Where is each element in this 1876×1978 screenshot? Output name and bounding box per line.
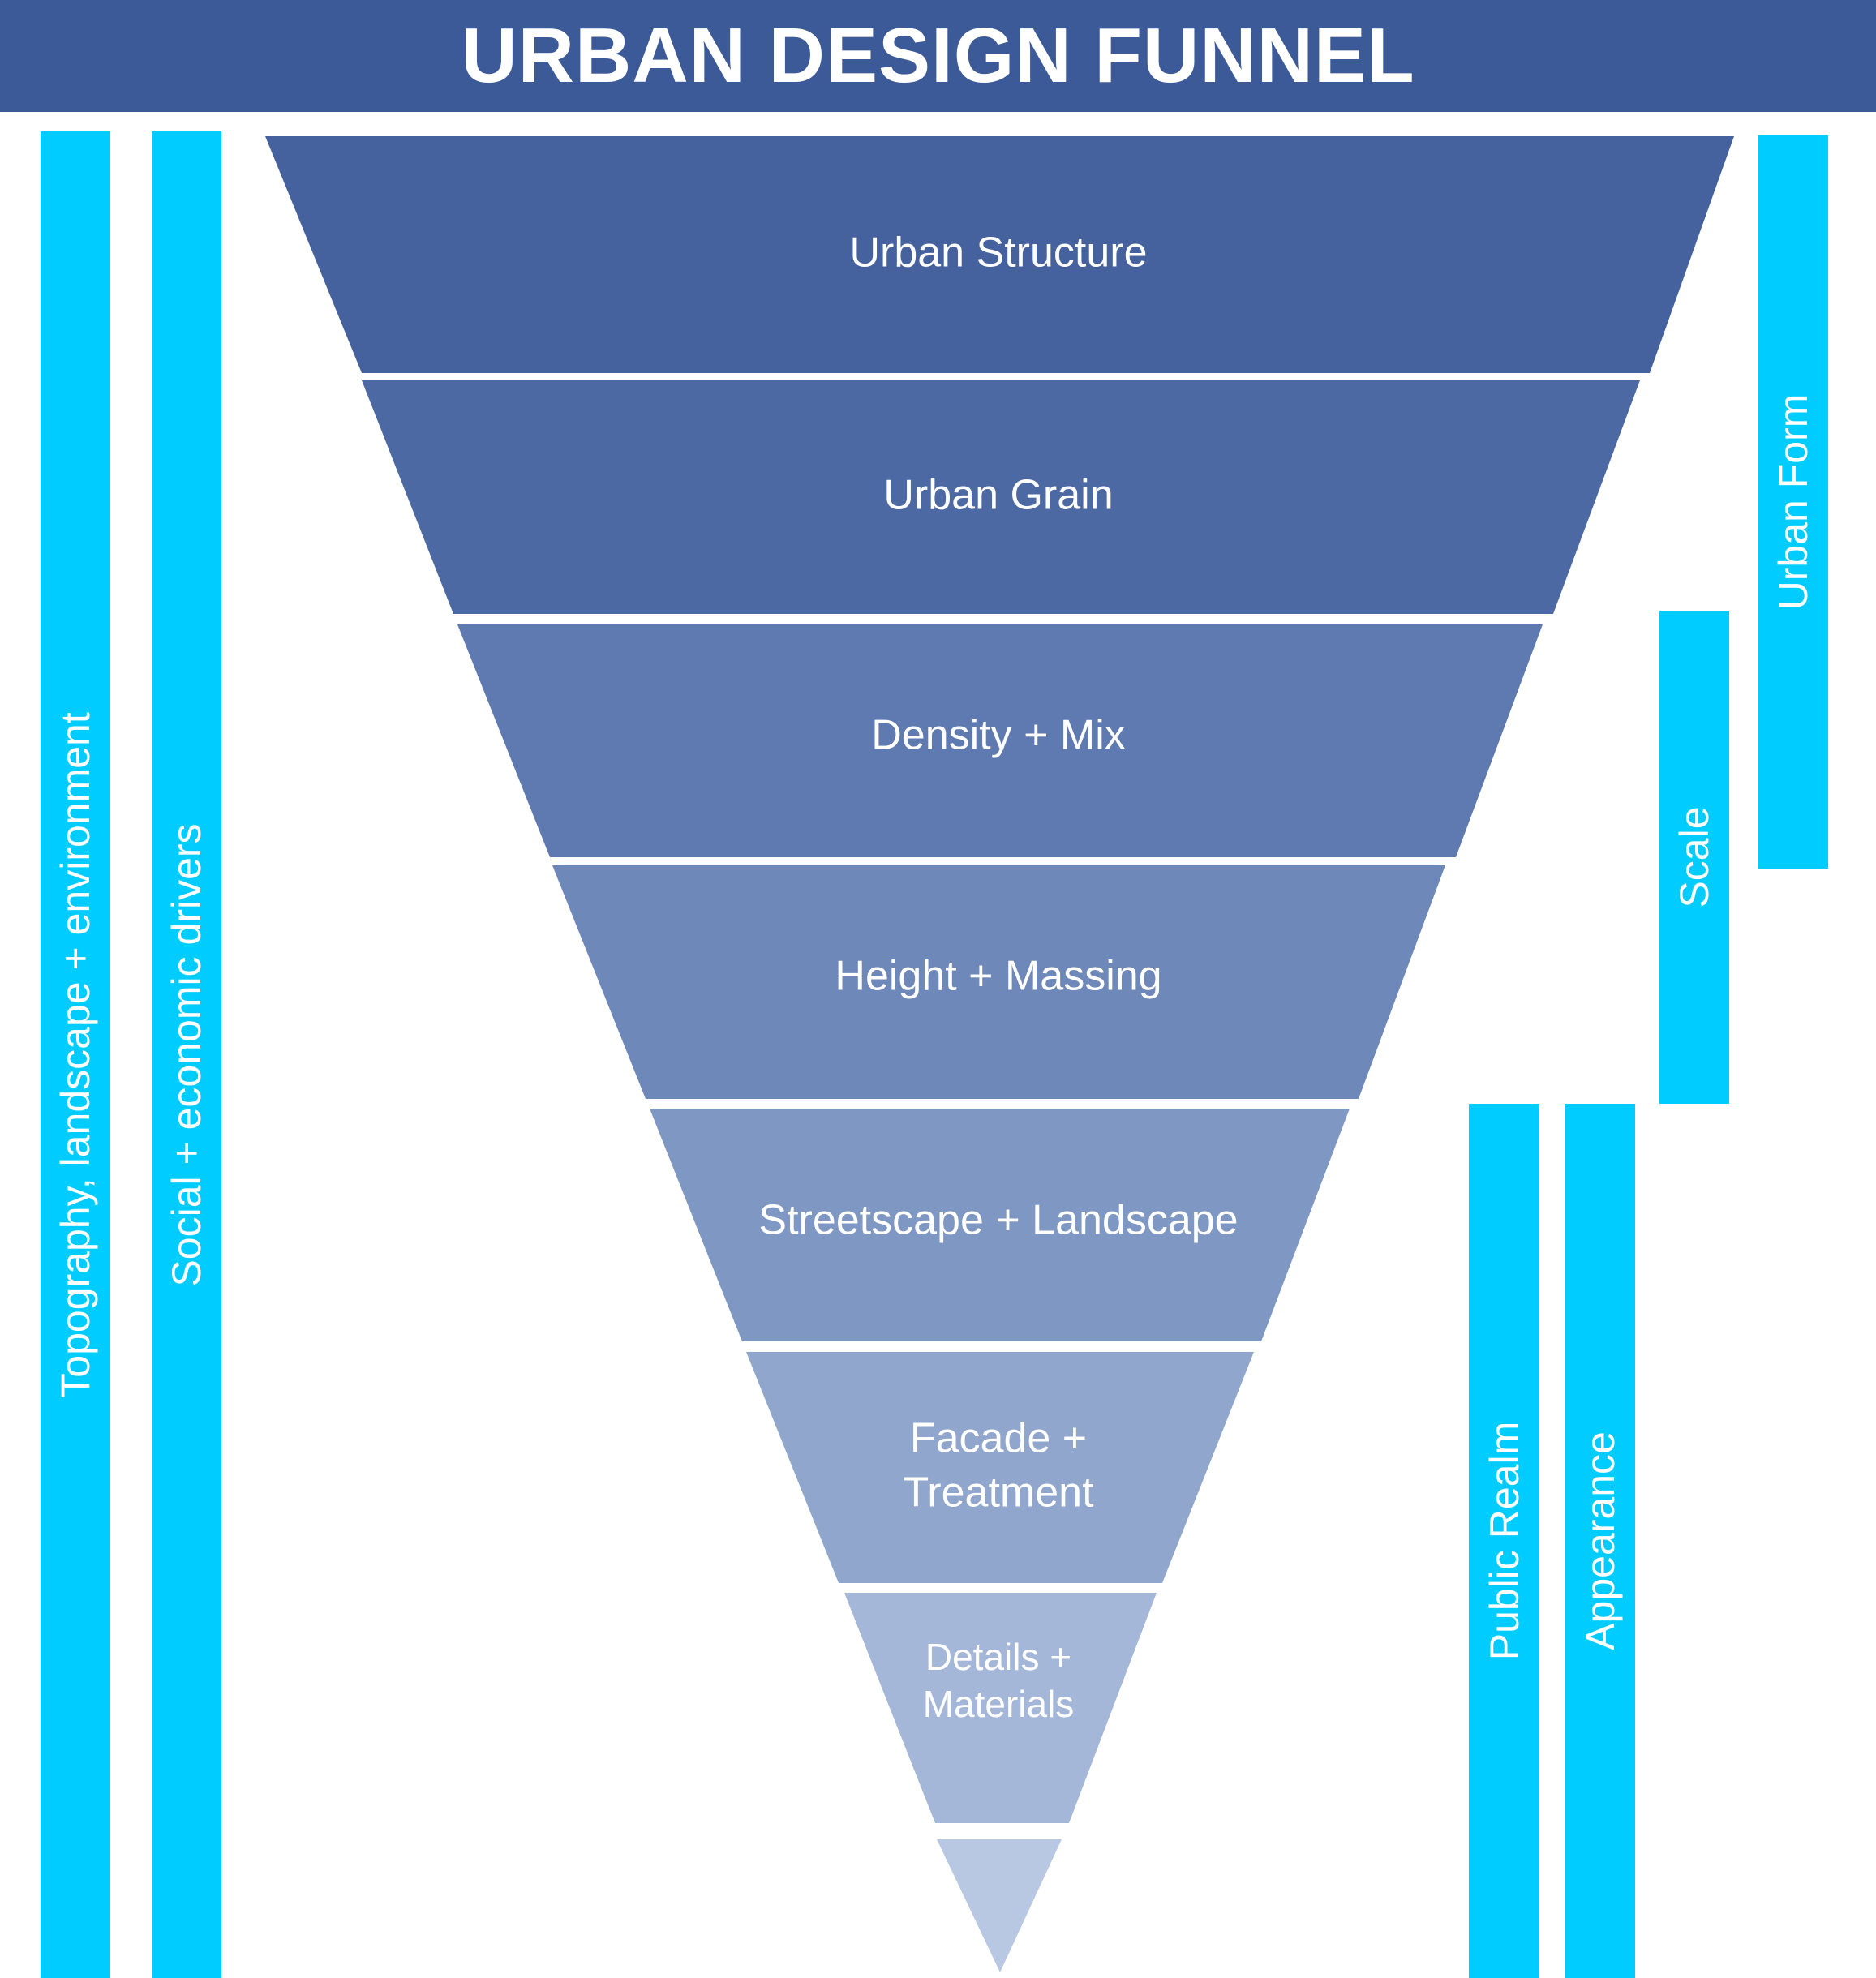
funnel-segment-7-label: Details + bbox=[925, 1636, 1071, 1678]
bar-urban-form: Urban Form bbox=[1758, 135, 1828, 869]
page-title: URBAN DESIGN FUNNEL bbox=[461, 12, 1415, 99]
title-bar: URBAN DESIGN FUNNEL bbox=[0, 0, 1876, 112]
funnel-segment-2-label: Urban Grain bbox=[883, 472, 1113, 519]
funnel-segment-2 bbox=[362, 380, 1640, 614]
bar-social-economic: Social + economic drivers bbox=[152, 131, 221, 1978]
funnel-segment-4-label: Height + Massing bbox=[835, 953, 1161, 1000]
bar-scale: Scale bbox=[1659, 611, 1729, 1104]
funnel-segment-7-label: Materials bbox=[923, 1683, 1075, 1725]
funnel-segment-4 bbox=[552, 865, 1445, 1099]
funnel-segment-6-label: Treatment bbox=[903, 1470, 1094, 1517]
funnel-segment-3 bbox=[457, 624, 1543, 857]
funnel-segment-8 bbox=[937, 1839, 1062, 1972]
bar-public-realm: Public Realm bbox=[1469, 1104, 1539, 1978]
funnel-segment-6 bbox=[746, 1352, 1254, 1583]
funnel-segment-5 bbox=[650, 1109, 1350, 1341]
funnel-segment-1-label: Urban Structure bbox=[849, 230, 1147, 277]
bar-topography: Topography, landscape + environment bbox=[41, 131, 110, 1978]
bar-appearance: Appearance bbox=[1565, 1104, 1635, 1978]
funnel-segment-1 bbox=[265, 136, 1734, 373]
funnel-segment-7 bbox=[844, 1593, 1157, 1823]
funnel-segment-5-label: Streetscape + Landscape bbox=[758, 1197, 1238, 1244]
funnel-segment-3-label: Density + Mix bbox=[871, 712, 1126, 759]
funnel-segment-6-label: Facade + bbox=[910, 1415, 1087, 1462]
